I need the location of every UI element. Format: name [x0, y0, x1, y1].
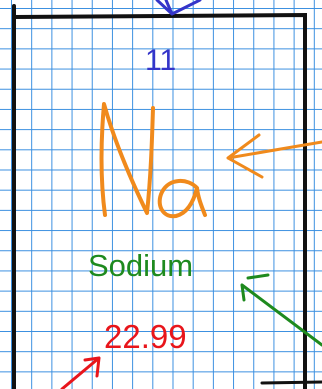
element-card-border [12, 4, 307, 389]
atomic-mass: 22.99 [104, 318, 187, 355]
arrow-to-mass-icon [60, 356, 101, 389]
atomic-number: 11 [145, 44, 177, 77]
arrow-to-symbol-icon [226, 133, 322, 179]
symbol-na-glyph [99, 102, 207, 219]
element-name: Sodium [88, 248, 194, 283]
arrow-to-name-icon [240, 273, 322, 347]
arrow-to-atomic-number-icon [155, 0, 202, 16]
card-bottom-edge [260, 380, 322, 385]
